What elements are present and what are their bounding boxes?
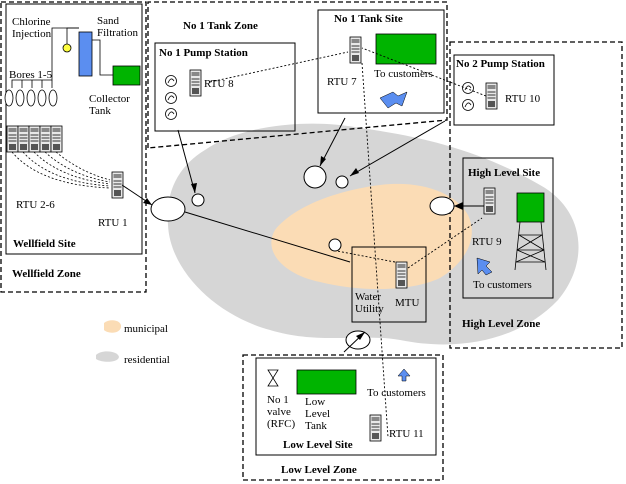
pump-station-1-pumps [165, 75, 177, 120]
mtu-unit [395, 261, 408, 289]
site-label-high: High Level Site [468, 167, 541, 179]
antenna-mtu [328, 238, 342, 252]
zone-label-low: Low Level Zone [281, 464, 357, 476]
zone-label-wellfield: Wellfield Zone [12, 268, 81, 280]
site-label-low: Low Level Site [283, 439, 353, 451]
legend-residential-label: residential [124, 354, 170, 366]
bore-pumps [4, 89, 58, 107]
label-chlorine: Chlorine Injection [12, 16, 52, 40]
water-utility-box [351, 246, 427, 323]
rtu2-6-label: RTU 2-6 [16, 199, 55, 211]
rtu10-unit [485, 82, 498, 110]
site-label-pump1: No 1 Pump Station [159, 47, 248, 59]
antenna-tank2 [335, 175, 349, 189]
flow-arrow-tank-icon [379, 91, 408, 109]
valve-icon [267, 369, 279, 387]
wellfield-zone-boundary [0, 1, 147, 293]
label-water-utility: Water Utility [355, 291, 384, 315]
wellfield-site-box [5, 3, 143, 255]
low-level-zone-boundary [242, 354, 444, 481]
rtu11-unit [369, 414, 382, 442]
water-tower-icon [514, 221, 547, 271]
rtu1-unit [111, 171, 124, 199]
rtu7-label: RTU 7 [327, 76, 357, 88]
label-collector: Collector Tank [89, 93, 130, 117]
zone-label-high: High Level Zone [462, 318, 541, 330]
antenna-high [429, 196, 455, 216]
site-label-wellfield: Wellfield Site [13, 238, 76, 250]
rtu9-label: RTU 9 [472, 236, 502, 248]
tank-zone-boundary [147, 1, 448, 149]
rtu-2-6-units [6, 125, 63, 153]
rtu9-unit [483, 187, 496, 215]
pump-station-1-box [154, 42, 296, 132]
sand-filter [78, 31, 93, 77]
low-level-tank-shape [296, 369, 357, 395]
legend-municipal-label: municipal [124, 323, 168, 335]
site-label-tank: No 1 Tank Site [334, 13, 403, 25]
low-level-site-box [255, 357, 437, 456]
antenna-tank1 [303, 165, 327, 189]
label-customers-tank: To customers [374, 68, 433, 80]
legend-municipal-swatch [104, 320, 122, 333]
label-sand: Sand Filtration [97, 15, 138, 39]
antenna-pump1 [191, 193, 205, 207]
rtu8-label: RTU 8 [204, 78, 234, 90]
collector-tank-shape [112, 65, 141, 86]
flow-arrow-low-icon [397, 368, 411, 382]
tank-site-box [317, 9, 445, 114]
label-customers-high: To customers [473, 279, 532, 291]
chlorine-injector [62, 43, 72, 53]
rtu11-label: RTU 11 [389, 428, 424, 440]
zone-label-tank: No 1 Tank Zone [183, 20, 258, 32]
mtu-label: MTU [395, 297, 420, 309]
high-level-zone-boundary [449, 41, 623, 349]
flow-arrow-high-icon [476, 257, 493, 276]
label-bores: Bores 1-5 [9, 69, 53, 81]
rtu7-unit [349, 36, 362, 64]
rtu8-unit [189, 69, 202, 97]
antenna-wellfield [150, 196, 186, 222]
pump-station-2-pumps [462, 82, 474, 111]
label-valve: No 1 valve (RFC) [267, 394, 296, 430]
label-customers-low: To customers [367, 387, 426, 399]
high-level-tank [516, 192, 545, 223]
tank-site-tank [375, 33, 437, 65]
rtu1-label: RTU 1 [98, 217, 128, 229]
high-level-site-box [462, 157, 554, 299]
legend-residential-swatch [96, 351, 119, 362]
municipal-area [271, 183, 472, 290]
site-label-pump2: No 2 Pump Station [456, 58, 545, 70]
label-low-tank: Low Level Tank [305, 396, 331, 432]
rtu10-label: RTU 10 [505, 93, 541, 105]
pump-station-2-box [453, 54, 555, 126]
